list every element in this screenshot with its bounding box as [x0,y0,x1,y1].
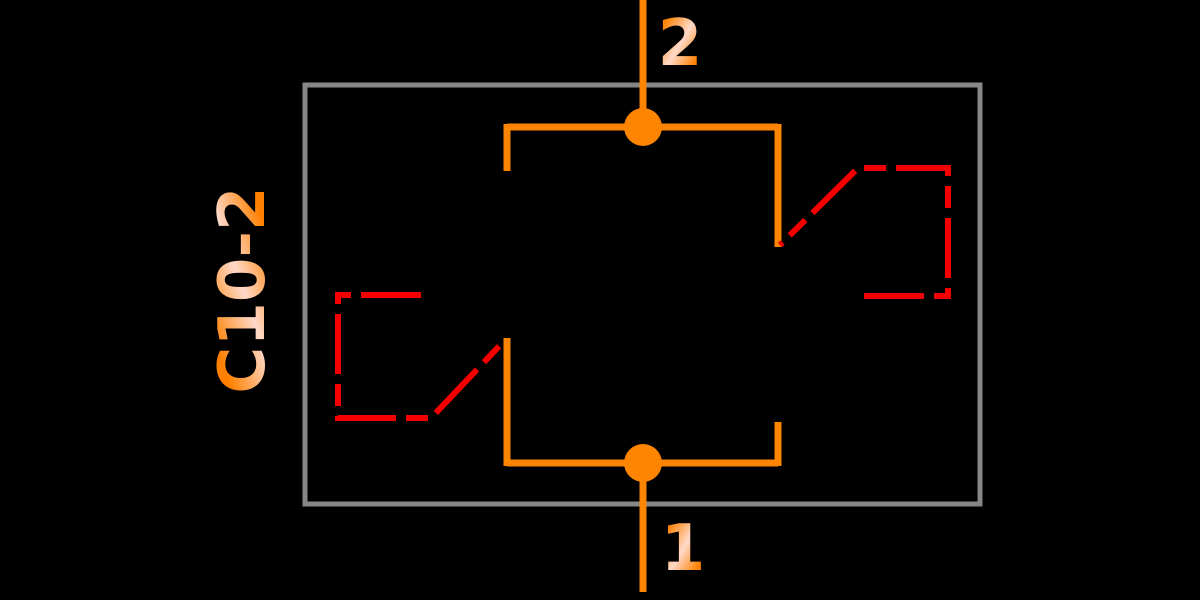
contacts-group [335,165,951,421]
bottom-junction-dot [624,444,662,482]
right-contact-dashed-outline [777,165,951,299]
reference-designator-label: C10-2 [206,186,280,393]
pin-2-number-label: 2 [658,7,703,81]
top-junction-dot [624,108,662,146]
left-contact-dashed-outline [335,292,508,421]
pin-1-number-label: 1 [661,512,706,586]
junctions-group [624,108,662,482]
